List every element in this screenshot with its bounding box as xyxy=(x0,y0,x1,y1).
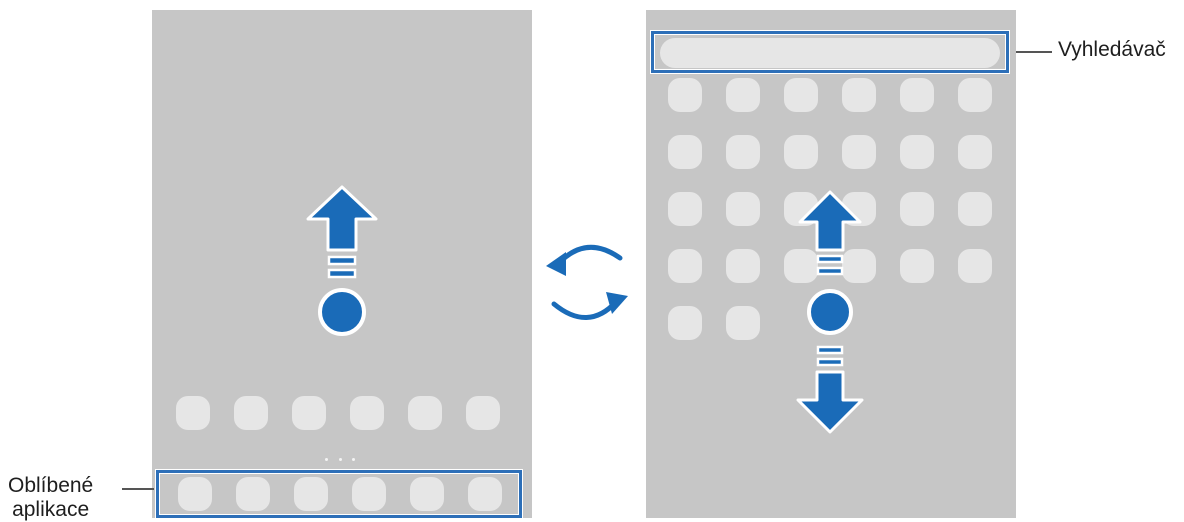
favorites-label-line2: aplikace xyxy=(12,498,90,521)
app-icon[interactable] xyxy=(466,396,500,430)
app-icon[interactable] xyxy=(668,249,702,283)
page-dot xyxy=(325,458,328,461)
app-icon[interactable] xyxy=(668,78,702,112)
app-icon[interactable] xyxy=(784,78,818,112)
app-icon[interactable] xyxy=(842,249,876,283)
swipe-up-gesture-icon xyxy=(306,185,378,336)
app-icon[interactable] xyxy=(726,78,760,112)
favorite-app-icon[interactable] xyxy=(468,477,502,511)
favorite-app-icon[interactable] xyxy=(410,477,444,511)
app-icon[interactable] xyxy=(350,396,384,430)
favorite-app-icon[interactable] xyxy=(236,477,270,511)
app-icon[interactable] xyxy=(784,135,818,169)
app-icon[interactable] xyxy=(784,249,818,283)
app-icon[interactable] xyxy=(726,135,760,169)
favorites-leader-line xyxy=(122,488,154,490)
app-icon[interactable] xyxy=(176,396,210,430)
app-icon[interactable] xyxy=(668,192,702,226)
apps-screen xyxy=(646,10,1016,518)
app-icon[interactable] xyxy=(726,192,760,226)
app-icon[interactable] xyxy=(668,306,702,340)
app-icon[interactable] xyxy=(900,78,934,112)
app-icon[interactable] xyxy=(726,306,760,340)
app-icon[interactable] xyxy=(408,396,442,430)
search-bar[interactable] xyxy=(660,38,1000,68)
favorites-label-line1: Oblíbené xyxy=(8,474,94,497)
app-icon[interactable] xyxy=(292,396,326,430)
app-icon[interactable] xyxy=(900,192,934,226)
app-icon[interactable] xyxy=(958,78,992,112)
app-icon[interactable] xyxy=(958,192,992,226)
app-icon[interactable] xyxy=(958,249,992,283)
app-icon[interactable] xyxy=(842,135,876,169)
app-icon[interactable] xyxy=(958,135,992,169)
home-screen xyxy=(152,10,532,518)
rotate-arrows-icon xyxy=(546,244,628,320)
favorite-app-icon[interactable] xyxy=(178,477,212,511)
app-icon[interactable] xyxy=(900,135,934,169)
app-icon[interactable] xyxy=(842,78,876,112)
page-dot xyxy=(338,458,342,461)
page-indicator[interactable] xyxy=(325,458,355,462)
search-highlight xyxy=(651,31,1009,73)
app-icon[interactable] xyxy=(234,396,268,430)
search-label: Vyhledávač xyxy=(1058,38,1166,61)
favorites-highlight xyxy=(156,470,522,518)
search-leader-line xyxy=(1016,51,1052,53)
app-icon[interactable] xyxy=(900,249,934,283)
app-icon[interactable] xyxy=(726,249,760,283)
swipe-up-down-gesture-icon xyxy=(796,190,864,434)
favorite-app-icon[interactable] xyxy=(352,477,386,511)
page-dot xyxy=(352,458,355,461)
favorites-label: Oblíbené aplikace xyxy=(8,474,93,522)
favorite-app-icon[interactable] xyxy=(294,477,328,511)
app-icon[interactable] xyxy=(668,135,702,169)
